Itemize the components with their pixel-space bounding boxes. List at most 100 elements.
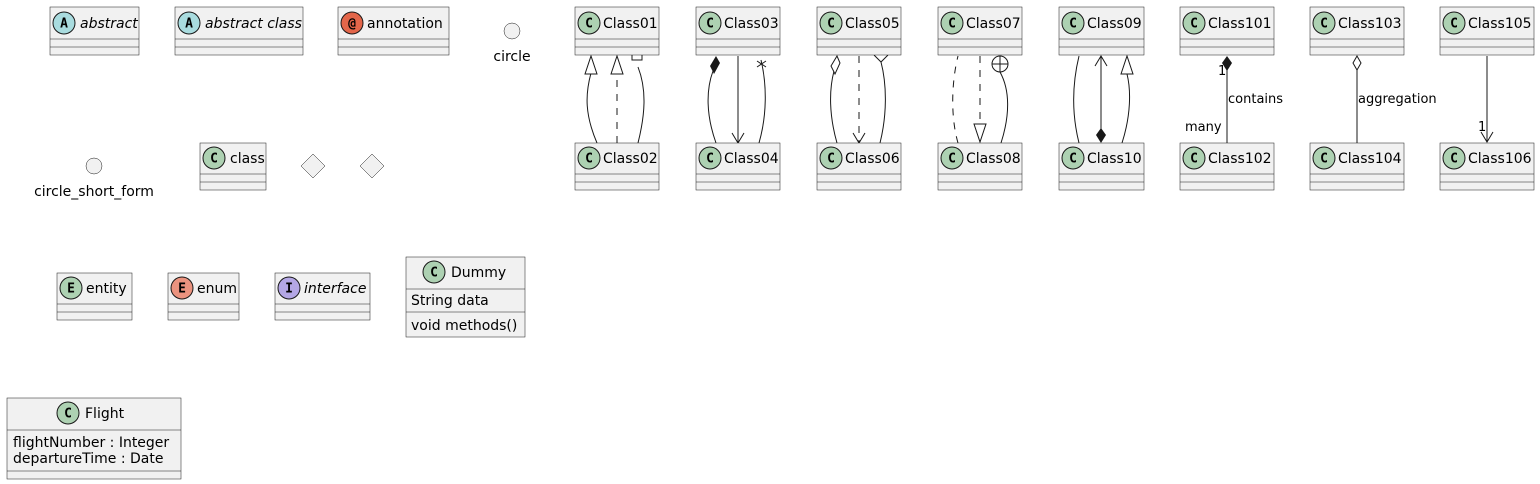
class04-badge-icon [698, 146, 722, 170]
circle-short-form-node[interactable]: circle_short_form [34, 157, 154, 200]
svg-text:C: C [585, 152, 593, 167]
class105-node[interactable]: C Class105 [1439, 6, 1535, 56]
class07-badge-icon [940, 11, 964, 35]
class102-name: Class102 [1208, 151, 1272, 167]
svg-text:A: A [185, 17, 193, 32]
class08-badge-icon [940, 146, 964, 170]
class-badge-icon [202, 146, 226, 170]
entity-badge-icon [59, 276, 83, 300]
annotation-node[interactable]: @ annotation [337, 6, 450, 56]
svg-text:E: E [178, 282, 186, 297]
class04-node[interactable]: C Class04 [695, 142, 781, 191]
edges-class103-class104: aggregation [1352, 54, 1437, 143]
flight-class-node[interactable]: C Flight flightNumber : Integer departur… [6, 397, 182, 480]
svg-text:C: C [1450, 152, 1458, 167]
interface-node[interactable]: I interface [274, 272, 371, 321]
abstract-badge-icon [52, 11, 76, 35]
edges-class05-class06 [830, 54, 889, 144]
circle-node[interactable]: circle [493, 22, 531, 65]
class102-badge-icon [1182, 146, 1206, 170]
inheritance-arrow-icon [584, 54, 598, 75]
abstract-class-badge-icon [177, 11, 201, 35]
class101-badge-icon [1182, 11, 1206, 35]
association-arrow-icon-2 [1094, 55, 1108, 67]
circle-short-form-name: circle_short_form [34, 184, 154, 200]
class106-name: Class106 [1468, 151, 1532, 167]
class106-node[interactable]: C Class106 [1439, 142, 1535, 191]
dummy-field: String data [411, 293, 489, 309]
flight-name: Flight [85, 406, 125, 422]
circle-name: circle [493, 49, 530, 65]
svg-text:C: C [585, 17, 593, 32]
svg-text:C: C [948, 152, 956, 167]
diamond-node-2[interactable] [359, 153, 385, 179]
abstract-name: abstract [80, 16, 138, 32]
class07-node[interactable]: C Class07 [937, 6, 1023, 56]
svg-text:C: C [706, 152, 714, 167]
class104-node[interactable]: C Class104 [1309, 142, 1405, 191]
interface-name: interface [304, 281, 366, 297]
class05-badge-icon [819, 11, 843, 35]
class103-node[interactable]: C Class103 [1309, 6, 1405, 56]
realization-arrow-icon-2 [973, 123, 987, 144]
annotation-badge-icon [340, 11, 364, 35]
class05-node[interactable]: C Class05 [816, 6, 902, 56]
class-node[interactable]: C class [199, 142, 267, 191]
class01-node[interactable]: C Class01 [574, 6, 660, 56]
entity-node[interactable]: E entity [56, 272, 133, 321]
class03-name: Class03 [724, 16, 779, 32]
svg-text:C: C [210, 152, 218, 167]
contains-source-multiplicity: 1 [1218, 64, 1226, 79]
class-name: class [230, 151, 265, 167]
enum-node[interactable]: E enum [167, 272, 240, 321]
dummy-class-node[interactable]: C Dummy String data void methods() [405, 256, 526, 338]
aggregation-diamond-icon [830, 54, 841, 76]
flight-field-departure-time: departureTime : Date [13, 451, 164, 467]
class102-node[interactable]: C Class102 [1179, 142, 1275, 191]
aggregation-diamond-icon-2 [1352, 54, 1362, 72]
composition-diamond-icon [710, 56, 720, 74]
class103-badge-icon [1312, 11, 1336, 35]
class101-node[interactable]: C Class101 [1179, 6, 1275, 56]
enum-name: enum [197, 281, 237, 297]
flight-field-flight-number: flightNumber : Integer [13, 435, 169, 451]
class02-name: Class02 [603, 151, 658, 167]
circle-icon [503, 22, 521, 40]
svg-text:C: C [827, 152, 835, 167]
diamond-node-1[interactable] [300, 153, 326, 179]
class09-node[interactable]: C Class09 [1058, 6, 1145, 56]
class105-badge-icon [1442, 11, 1466, 35]
svg-text:C: C [1190, 17, 1198, 32]
svg-text:C: C [64, 407, 72, 422]
abstract-class-node[interactable]: A abstract class [174, 6, 304, 56]
svg-text:C: C [1069, 152, 1077, 167]
class103-name: Class103 [1338, 16, 1402, 32]
enum-badge-icon [170, 276, 194, 300]
dummy-method: void methods() [411, 318, 517, 334]
class08-node[interactable]: C Class08 [937, 142, 1023, 191]
class04-name: Class04 [724, 151, 779, 167]
edges-class01-class02 [584, 49, 645, 144]
abstract-node[interactable]: A abstract [49, 6, 140, 56]
class02-node[interactable]: C Class02 [574, 142, 660, 191]
annotation-name: annotation [367, 16, 443, 32]
class106-badge-icon [1442, 146, 1466, 170]
class106-multiplicity: 1 [1478, 120, 1486, 135]
svg-text:C: C [430, 266, 438, 281]
class10-name: Class10 [1087, 151, 1142, 167]
svg-text:A: A [60, 17, 68, 32]
class06-node[interactable]: C Class06 [816, 142, 902, 191]
class10-node[interactable]: C Class10 [1058, 142, 1145, 191]
class09-badge-icon [1061, 11, 1085, 35]
abstract-class-name: abstract class [205, 16, 302, 32]
edges-class101-class102: contains 1 many [1185, 56, 1283, 143]
class07-name: Class07 [966, 16, 1021, 32]
class01-name: Class01 [603, 16, 658, 32]
class03-node[interactable]: C Class03 [695, 6, 781, 56]
contains-target-multiplicity: many [1185, 120, 1222, 135]
composition-diamond-icon-2 [1096, 128, 1106, 143]
class10-badge-icon [1061, 146, 1085, 170]
dummy-name: Dummy [451, 265, 506, 281]
svg-text:C: C [1320, 152, 1328, 167]
